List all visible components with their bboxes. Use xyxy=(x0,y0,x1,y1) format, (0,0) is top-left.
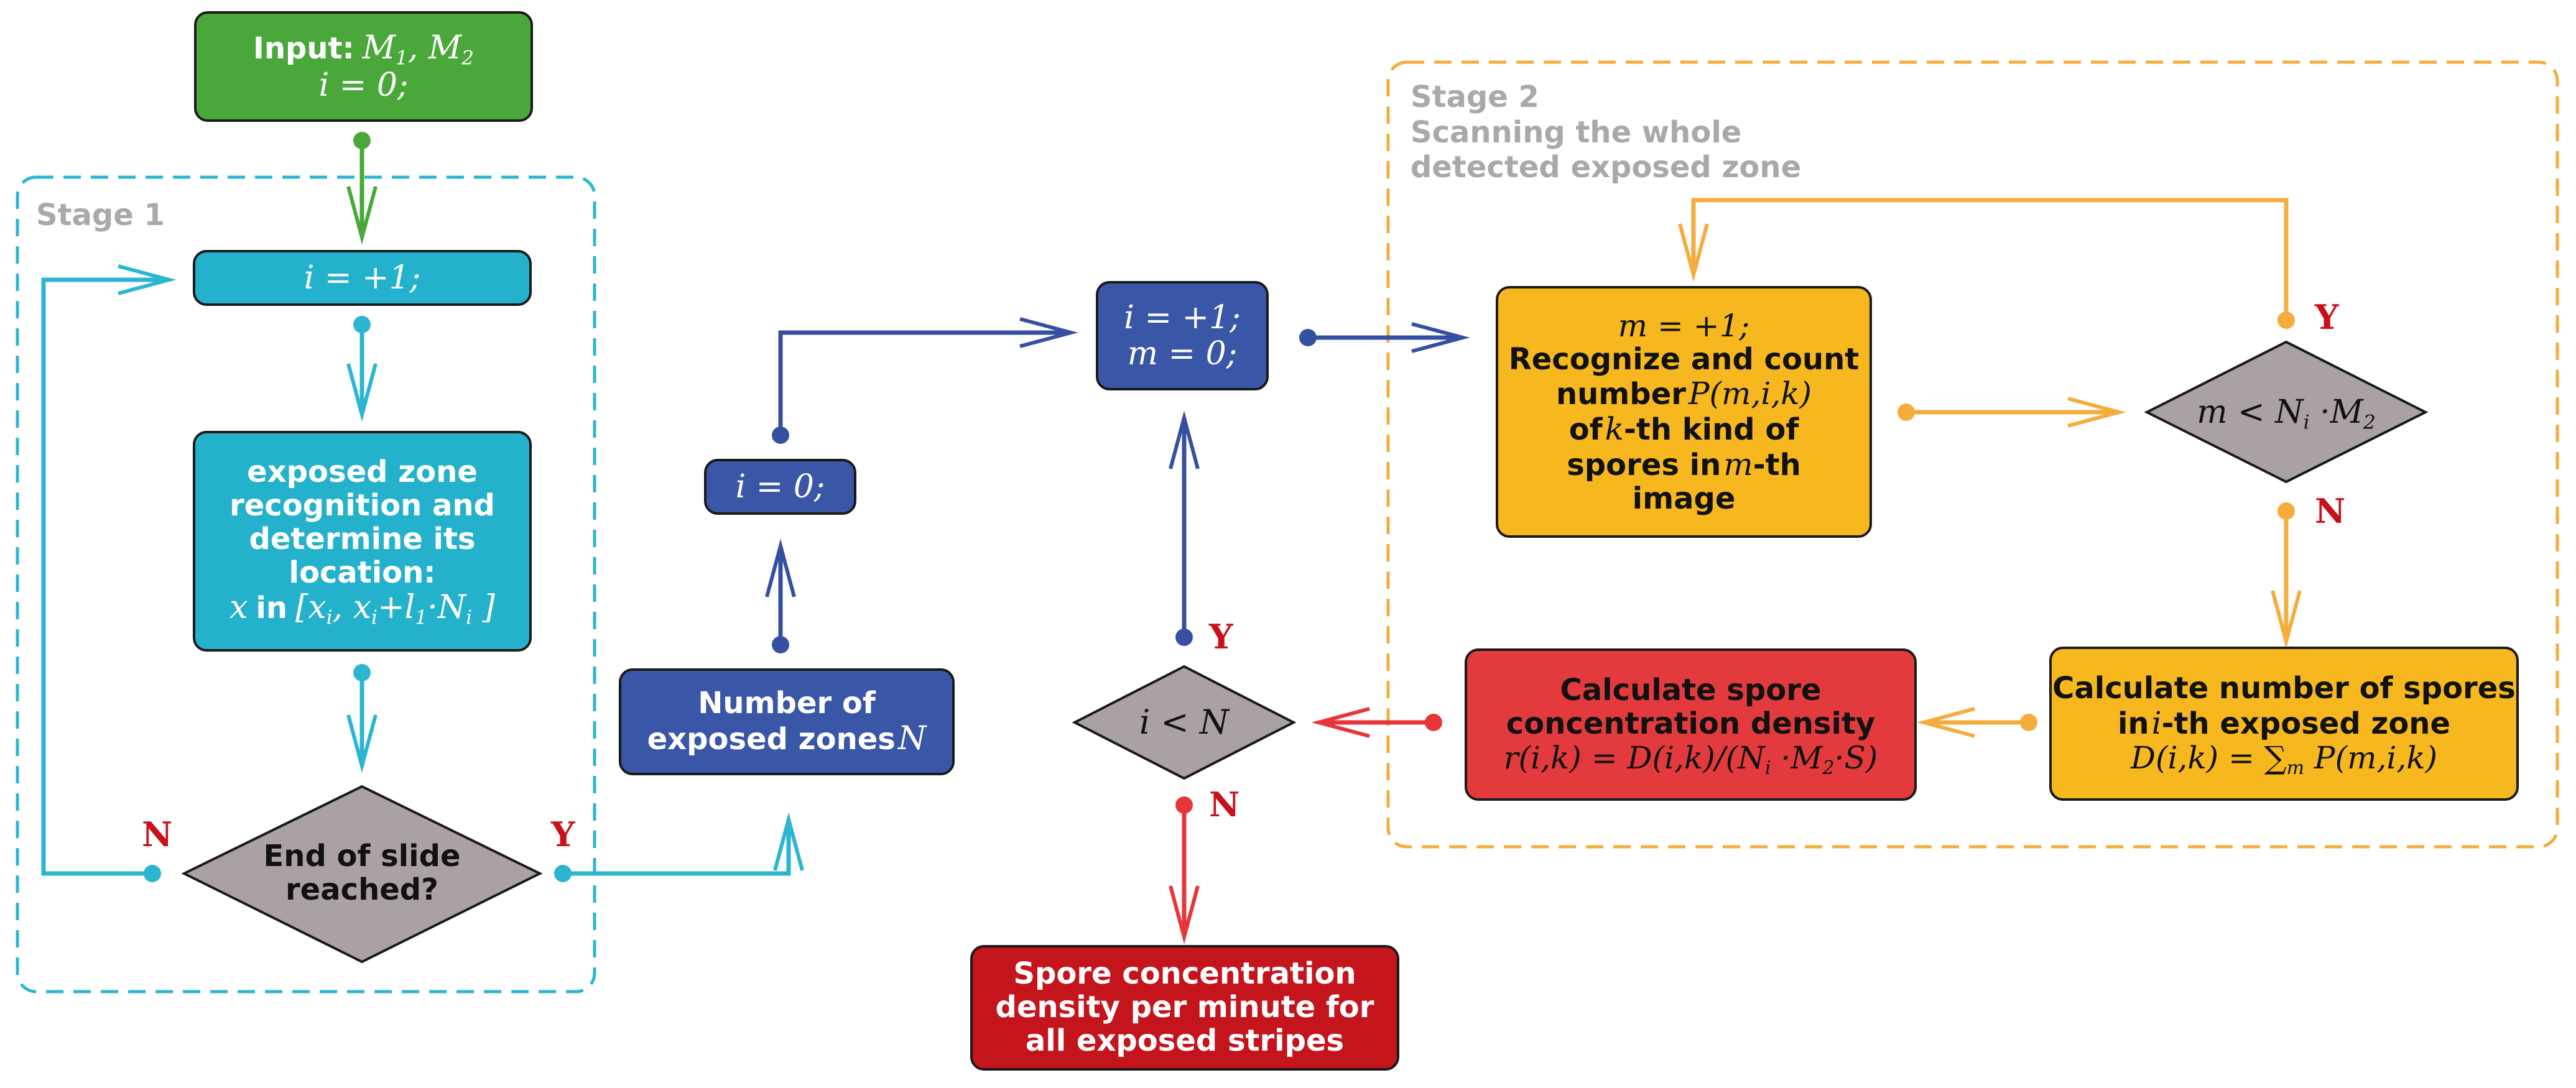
recognition-line2: recognition and xyxy=(229,488,495,523)
connector-reset-to-init xyxy=(772,317,1078,444)
recognize-line1: m = +1; xyxy=(1618,307,1750,344)
recognition-formula: x in [xi, xi+l1·Ni ] xyxy=(229,589,495,629)
end-line2: reached? xyxy=(285,872,438,907)
density-line2: concentration density xyxy=(1506,706,1876,741)
i-no-label: N xyxy=(1209,785,1240,824)
recognition-box: exposed zone recognition and determine i… xyxy=(193,431,532,652)
m-no-label: N xyxy=(2315,491,2346,531)
init-line1: i = +1; xyxy=(1124,298,1241,336)
recognize-line4c: -th kind of xyxy=(1623,412,1799,448)
connector-end-no-loop xyxy=(41,264,177,882)
m-condition-text: m < Ni ·M2 xyxy=(2197,393,2376,434)
stage2-title: Stage 2 xyxy=(1411,80,1539,114)
stage2-region xyxy=(1386,60,2559,849)
zone-spore-count-box: Calculate number of spores in i-th expos… xyxy=(2049,647,2519,801)
stage1-label: Stage 1 xyxy=(36,198,165,233)
stage1-increment-box: i = +1; xyxy=(193,250,532,306)
end-no-label: N xyxy=(142,814,173,854)
end-of-slide-text: End of slide reached? xyxy=(236,833,488,914)
zone-count-formula: D(i,k) = ∑m P(m,i,k) xyxy=(2130,740,2438,780)
recognition-line1: exposed zone xyxy=(247,454,478,490)
recognition-line3: determine its xyxy=(249,521,476,556)
connector-i-decision-yes-to-init xyxy=(1169,410,1200,646)
recognize-line6: image xyxy=(1632,481,1736,516)
density-line1: Calculate spore xyxy=(1560,672,1822,708)
init-line2: m = 0; xyxy=(1127,335,1238,372)
recognition-line4: location: xyxy=(289,555,436,590)
stage2-subtitle-line2: detected exposed zone xyxy=(1411,150,1802,185)
connector-end-yes-to-count xyxy=(554,812,804,882)
input-title: Input: xyxy=(253,31,354,67)
reset-i-box: i = 0; xyxy=(704,459,856,515)
end-of-slide-diamond xyxy=(181,785,543,964)
recognize-line2: Recognize and count xyxy=(1508,341,1860,377)
connector-recognize-to-m-decision xyxy=(1897,397,2126,428)
connector-density-to-i-decision xyxy=(1311,707,1442,738)
output-line3: all exposed stripes xyxy=(1025,1023,1345,1058)
density-formula: r(i,k) = D(i,k)/(Ni ·M2·S) xyxy=(1503,740,1878,780)
connector-i-decision-no-to-output xyxy=(1169,796,1200,944)
connector-zone-count-to-density xyxy=(1916,707,2037,738)
density-box: Calculate spore concentration density r(… xyxy=(1465,648,1917,801)
end-line1: End of slide xyxy=(263,839,461,874)
i-yes-label: Y xyxy=(1209,617,1233,657)
input-box: Input: M1, M2 i = 0; xyxy=(194,11,533,122)
recognize-line3b: P(m,i,k) xyxy=(1688,376,1812,412)
recognize-line4b: k xyxy=(1605,411,1624,448)
count-line1: Number of xyxy=(698,686,876,721)
m-yes-label: Y xyxy=(2315,297,2339,337)
connector-m-decision-yes-loop xyxy=(1678,198,2295,329)
connector-m-decision-no-to-zone-count xyxy=(2271,502,2302,649)
stage2-label: Stage 2 Scanning the whole detected expo… xyxy=(1411,80,1801,185)
connector-recognition-to-end xyxy=(346,664,378,773)
zone-count-line2c: -th exposed zone xyxy=(2161,706,2451,741)
count-var: N xyxy=(897,719,927,757)
output-line1: Spore concentration xyxy=(1013,956,1356,992)
recognize-line5c: -th xyxy=(1753,447,1801,482)
zone-count-line1: Calculate number of spores xyxy=(2052,670,2516,706)
i-condition-text: i < N xyxy=(1139,702,1230,742)
reset-text: i = 0; xyxy=(735,468,825,505)
recognize-count-box: m = +1; Recognize and count number P(m,i… xyxy=(1496,286,1872,538)
connector-init-to-recognize xyxy=(1299,322,1470,353)
recognize-line5a: spores in xyxy=(1567,447,1721,482)
end-yes-label: Y xyxy=(551,814,575,854)
input-init: i = 0; xyxy=(318,66,409,104)
m-condition-diamond xyxy=(2144,340,2429,484)
connector-increment-to-recognition xyxy=(346,316,378,422)
i-condition-diamond xyxy=(1072,665,1297,780)
recognize-line5b: m xyxy=(1723,446,1753,482)
zone-count-line2a: in xyxy=(2117,706,2149,741)
exposed-zones-count-box: Number of exposed zones N xyxy=(619,668,955,775)
init-loop-box: i = +1; m = 0; xyxy=(1096,281,1269,390)
connector-input-to-increment xyxy=(346,132,378,245)
stage1-increment-text: i = +1; xyxy=(303,259,421,297)
input-vars: M1, M2 xyxy=(362,29,474,70)
zone-count-line2b: i xyxy=(2151,704,2162,741)
stage1-region xyxy=(16,175,596,993)
output-box: Spore concentration density per minute f… xyxy=(970,945,1399,1071)
recognize-line4a: of xyxy=(1568,412,1603,448)
connector-count-to-reset xyxy=(765,538,796,653)
stage2-subtitle-line1: Scanning the whole xyxy=(1411,114,1742,150)
output-line2: density per minute for xyxy=(995,990,1374,1025)
recognize-line3a: number xyxy=(1555,377,1686,412)
count-line2: exposed zones xyxy=(647,721,896,757)
